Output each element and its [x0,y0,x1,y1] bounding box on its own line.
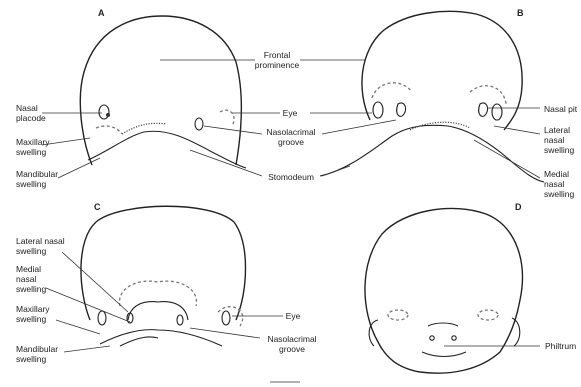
leader-stomodeum-a [190,150,262,176]
eye-d-left [388,310,408,320]
label-eye-a: Eye [283,108,298,118]
label-nasal-pit: Nasal pit [544,104,578,114]
panel-letter-b: B [517,8,524,18]
label-nasolacrimal-c-1: Nasolacrimal [267,334,316,344]
eye-b-left [373,102,383,118]
nasal-placode-a [106,113,110,117]
label-medial-b-3: swelling [544,189,575,199]
head-outline-b [362,11,522,130]
label-nasolacrimal-a-2: groove [278,137,304,147]
label-nasal-placode-1: Nasal [16,103,38,113]
panel-d: D Philtrum [365,202,576,373]
leader-medial-b [474,140,540,178]
label-medial-b-2: nasal [544,179,564,189]
label-medial-c-2: nasal [16,274,36,284]
leader-mandibular-a [58,158,100,178]
panel-a: A Frontal prominence Nasal placode Maxil… [16,8,365,189]
eye-c-right [222,311,230,325]
ear-d-right [512,318,520,346]
panel-letter-a: A [98,8,105,18]
eye-c-left [98,311,106,325]
label-maxillary-c-1: Maxillary [16,304,50,314]
label-medial-c-3: swelling [16,284,47,294]
label-nasolacrimal-a-1: Nasolacrimal [266,127,315,137]
swelling-outline-a [96,126,122,134]
label-mandibular-c-1: Mandibular [16,344,58,354]
label-lateral-c-2: swelling [16,246,47,256]
lateral-swelling-b-left [372,83,412,98]
nostril-d-right [452,336,456,340]
mandible-inner-c [120,337,158,346]
label-maxillary-a-2: swelling [16,147,47,157]
leader-nasolacrimal-b [322,120,396,134]
nose-d [428,323,458,326]
label-maxillary-c-2: swelling [16,314,47,324]
head-outline-a [80,16,241,165]
leader-medial-c [46,288,130,322]
mouth-b [320,125,544,182]
panel-b: B Nasal pit Lateral nasal swelling Media… [310,8,578,199]
panel-c: C Lateral nasal swelling Medial nasal sw… [16,202,317,364]
head-outline-c [81,206,246,320]
eye-swelling-a [220,110,234,126]
label-nasal-placode-2: placode [16,113,46,123]
medial-swelling-c [128,302,188,320]
panel-letter-d: D [515,202,522,212]
eye-a-right [195,118,203,130]
label-frontal-1: Frontal [264,50,291,60]
leader-lateral-b [494,126,540,134]
label-lateral-c-1: Lateral nasal [16,236,65,246]
leader-mandibular-c [64,346,110,352]
label-frontal-2: prominence [255,60,300,70]
eye-b-right [492,104,502,120]
leader-maxillary-c [56,320,100,334]
leader-stomodeum-b [322,166,350,176]
label-mandibular-a-1: Mandibular [16,169,58,179]
label-stomodeum: Stomodeum [268,172,314,182]
label-philtrum: Philtrum [545,341,576,351]
label-lateral-b-3: swelling [544,145,575,155]
label-maxillary-a-1: Maxillary [16,137,50,147]
mandible-c [100,330,222,346]
label-lateral-b-1: Lateral [544,125,570,135]
label-mandibular-a-2: swelling [16,179,47,189]
eye-d-right [478,310,498,320]
leader-nasolacrimal-c [190,328,260,338]
label-medial-c-1: Medial [16,264,41,274]
nasal-pit-c-right [177,315,183,325]
mouth-d [422,352,466,357]
label-mandibular-c-2: swelling [16,354,47,364]
label-nasolacrimal-c-2: groove [279,344,305,354]
leader-lateral-c [62,252,128,312]
lateral-swelling-b-right [470,86,506,104]
label-medial-b-1: Medial [544,169,569,179]
leader-nasolacrimal-a [204,126,262,134]
label-lateral-b-2: nasal [544,135,564,145]
head-outline-d [365,208,522,373]
stomodeum-a [88,131,246,168]
label-eye-c: Eye [286,311,301,321]
nasal-pit-b-right [479,103,488,116]
nostril-d-left [430,336,434,340]
panel-letter-c: C [94,202,101,212]
nasal-pit-b-left [397,103,406,116]
